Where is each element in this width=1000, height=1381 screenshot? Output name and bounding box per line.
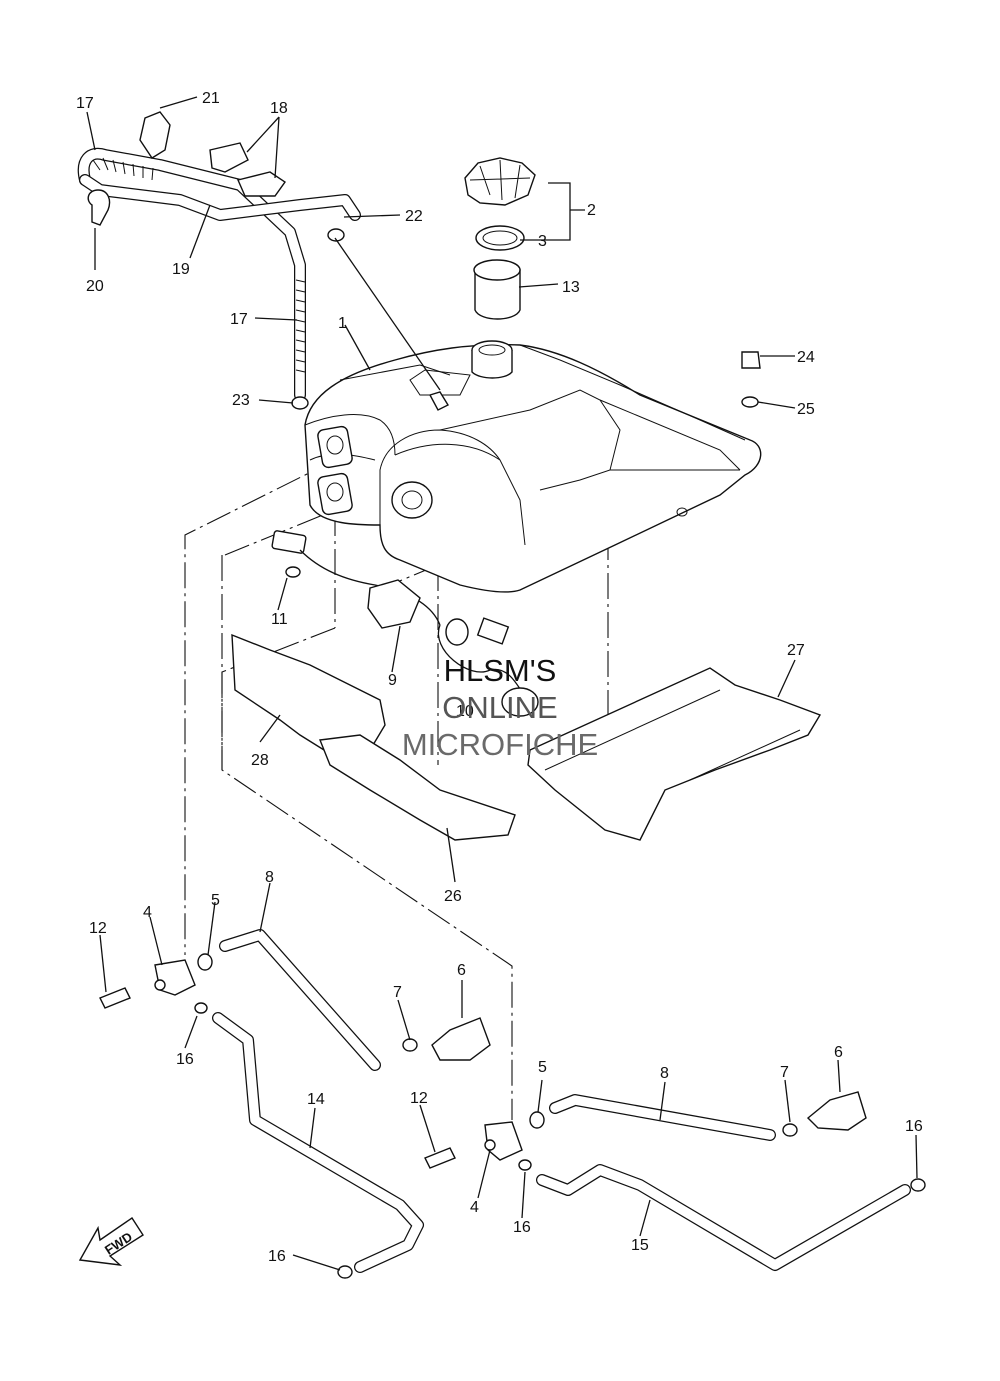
callout-7-left: 7 bbox=[393, 984, 402, 1001]
callout-11: 11 bbox=[271, 611, 288, 628]
watermark: HLSM'S ONLINE MICROFICHE bbox=[402, 653, 598, 762]
callout-labels: 1 2 3 4 4 5 5 6 6 7 7 8 8 9 10 11 12 12 … bbox=[76, 90, 923, 1265]
left-fuel-line[interactable] bbox=[99, 929, 491, 1279]
callout-5-right: 5 bbox=[538, 1059, 547, 1076]
callout-leaders bbox=[86, 96, 918, 1271]
callout-6-left: 6 bbox=[457, 962, 466, 979]
callout-23: 23 bbox=[232, 392, 250, 409]
heat-shields[interactable] bbox=[231, 633, 822, 841]
watermark-line1: HLSM'S bbox=[444, 653, 557, 688]
callout-17-mid: 17 bbox=[230, 311, 248, 328]
callout-10: 10 bbox=[456, 703, 474, 720]
callout-8-left: 8 bbox=[265, 869, 274, 886]
callout-25: 25 bbox=[797, 401, 815, 418]
callout-16-a: 16 bbox=[176, 1051, 194, 1068]
callout-2: 2 bbox=[587, 202, 596, 219]
callout-24: 24 bbox=[797, 349, 815, 366]
callout-13: 13 bbox=[562, 279, 580, 296]
callout-14: 14 bbox=[307, 1091, 325, 1108]
callout-28: 28 bbox=[251, 752, 269, 769]
bolt-washer[interactable] bbox=[741, 351, 761, 408]
callout-3: 3 bbox=[538, 233, 547, 250]
callout-17-top: 17 bbox=[76, 95, 94, 112]
callout-18: 18 bbox=[270, 100, 288, 117]
callout-16-d: 16 bbox=[905, 1118, 923, 1135]
callout-16-c: 16 bbox=[513, 1219, 531, 1236]
callout-27: 27 bbox=[787, 642, 805, 659]
callout-15: 15 bbox=[631, 1237, 649, 1254]
callout-9: 9 bbox=[388, 672, 397, 689]
callout-12-right: 12 bbox=[410, 1090, 428, 1107]
fuel-tank[interactable] bbox=[304, 340, 762, 593]
callout-16-b: 16 bbox=[268, 1248, 286, 1265]
callout-20: 20 bbox=[86, 278, 104, 295]
right-fuel-line[interactable] bbox=[424, 1091, 926, 1271]
callout-1: 1 bbox=[338, 315, 347, 332]
fwd-arrow: FWD bbox=[78, 1217, 144, 1266]
vent-hose-assembly[interactable] bbox=[77, 111, 361, 410]
callout-4-left: 4 bbox=[143, 904, 152, 921]
callout-4-right: 4 bbox=[470, 1199, 479, 1216]
callout-26: 26 bbox=[444, 888, 462, 905]
callout-21: 21 bbox=[202, 90, 220, 107]
fuel-sender-unit[interactable] bbox=[271, 530, 539, 717]
fuel-cap[interactable] bbox=[464, 157, 536, 320]
callout-12-left: 12 bbox=[89, 920, 107, 937]
callout-8-right: 8 bbox=[660, 1065, 669, 1082]
callout-22: 22 bbox=[405, 208, 423, 225]
watermark-line3: MICROFICHE bbox=[402, 727, 598, 762]
watermark-line2: ONLINE bbox=[442, 690, 557, 725]
callout-7-right: 7 bbox=[780, 1064, 789, 1081]
callout-6-right: 6 bbox=[834, 1044, 843, 1061]
callout-5-left: 5 bbox=[211, 892, 220, 909]
callout-19: 19 bbox=[172, 261, 190, 278]
